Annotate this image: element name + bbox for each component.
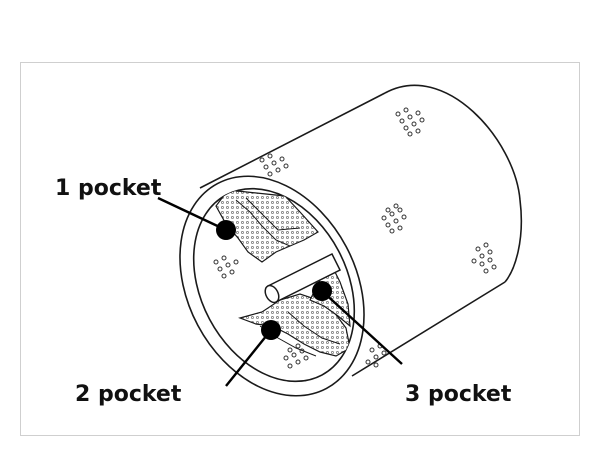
drum-bottom-edge xyxy=(351,281,506,377)
perforation-cluster-right xyxy=(471,242,497,274)
perforation-clusters xyxy=(213,107,497,369)
diagram-frame xyxy=(20,62,580,436)
pocket-2-marker xyxy=(261,320,281,340)
central-shaft xyxy=(264,252,342,304)
perforation-cluster-top-right xyxy=(395,107,425,137)
drum-top-edge xyxy=(199,92,386,189)
pocket-1-marker xyxy=(216,220,236,240)
leader-line-pocket-3 xyxy=(321,290,403,365)
pocket-3-label: 3 pocket xyxy=(405,382,512,407)
leader-lines xyxy=(157,196,403,387)
leader-line-pocket-2 xyxy=(225,329,272,387)
perforation-cluster-front-rim xyxy=(213,255,239,279)
drum-body xyxy=(199,84,523,377)
pocket-1-label: 1 pocket xyxy=(55,176,162,201)
pocket-3-marker xyxy=(312,281,332,301)
leader-line-pocket-1 xyxy=(157,196,227,232)
drum-back-end xyxy=(384,84,523,283)
perforation-cluster-center xyxy=(381,203,407,234)
perforation-cluster-top-left xyxy=(259,153,289,177)
pocket-markers xyxy=(216,220,332,340)
perforation-cluster-bottom xyxy=(283,343,309,369)
pocket-2-label: 2 pocket xyxy=(75,382,182,407)
